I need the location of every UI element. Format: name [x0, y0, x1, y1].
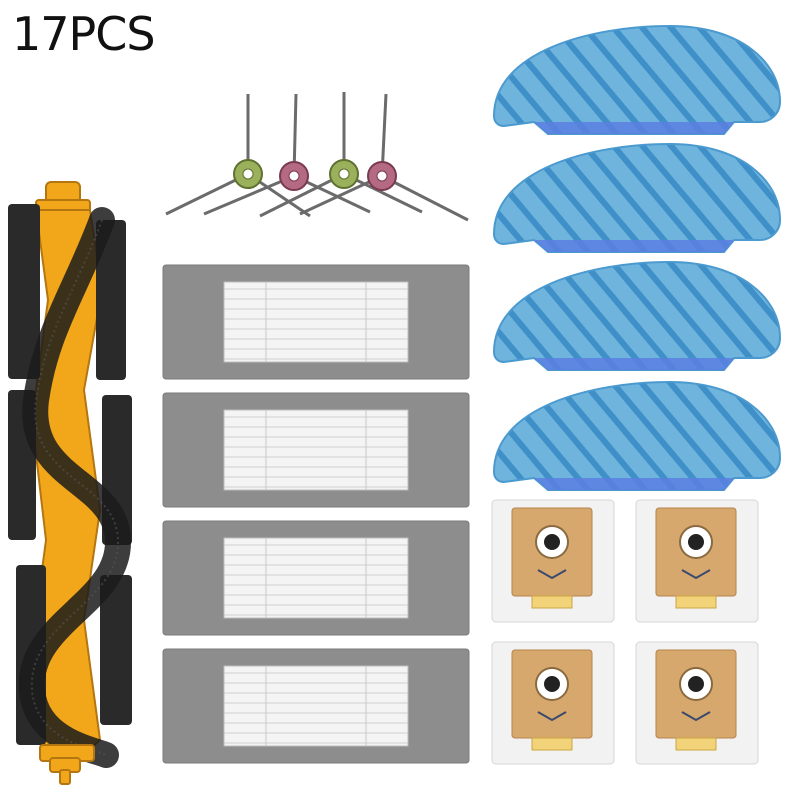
mop-pad-icon	[492, 24, 782, 135]
headline-text: 17PCS	[12, 7, 156, 61]
mop-pad-icon	[492, 380, 782, 491]
filter-4	[162, 648, 470, 764]
dust-bag-icon	[635, 641, 759, 765]
side-brush-icon	[165, 92, 469, 222]
mop-pad-3	[490, 258, 784, 372]
dust-bag-icon	[635, 499, 759, 623]
dust-bag-3	[490, 640, 616, 766]
filter-2	[162, 392, 470, 508]
side-brush-3	[259, 92, 423, 218]
side-brushes	[160, 88, 480, 228]
hepa-filter-icon	[162, 648, 470, 764]
side-brush-2	[203, 93, 371, 216]
mop-pad-icon	[492, 260, 782, 371]
mop-pad-4	[490, 378, 784, 492]
side-brush-1	[165, 94, 311, 218]
hepa-filter-icon	[162, 392, 470, 508]
dust-bag-2	[634, 498, 760, 624]
dust-bag-icon	[491, 499, 615, 623]
mop-pad-icon	[492, 142, 782, 253]
hepa-filter-icon	[162, 264, 470, 380]
roller-brush-icon	[8, 181, 132, 785]
main-roller-brush	[6, 180, 138, 790]
dust-bag-1	[490, 498, 616, 624]
dust-bag-4	[634, 640, 760, 766]
hepa-filter-icon	[162, 520, 470, 636]
filter-3	[162, 520, 470, 636]
mop-pad-1	[490, 22, 784, 136]
dust-bag-icon	[491, 641, 615, 765]
filter-1	[162, 264, 470, 380]
side-brush-4	[299, 93, 469, 222]
mop-pad-2	[490, 140, 784, 254]
